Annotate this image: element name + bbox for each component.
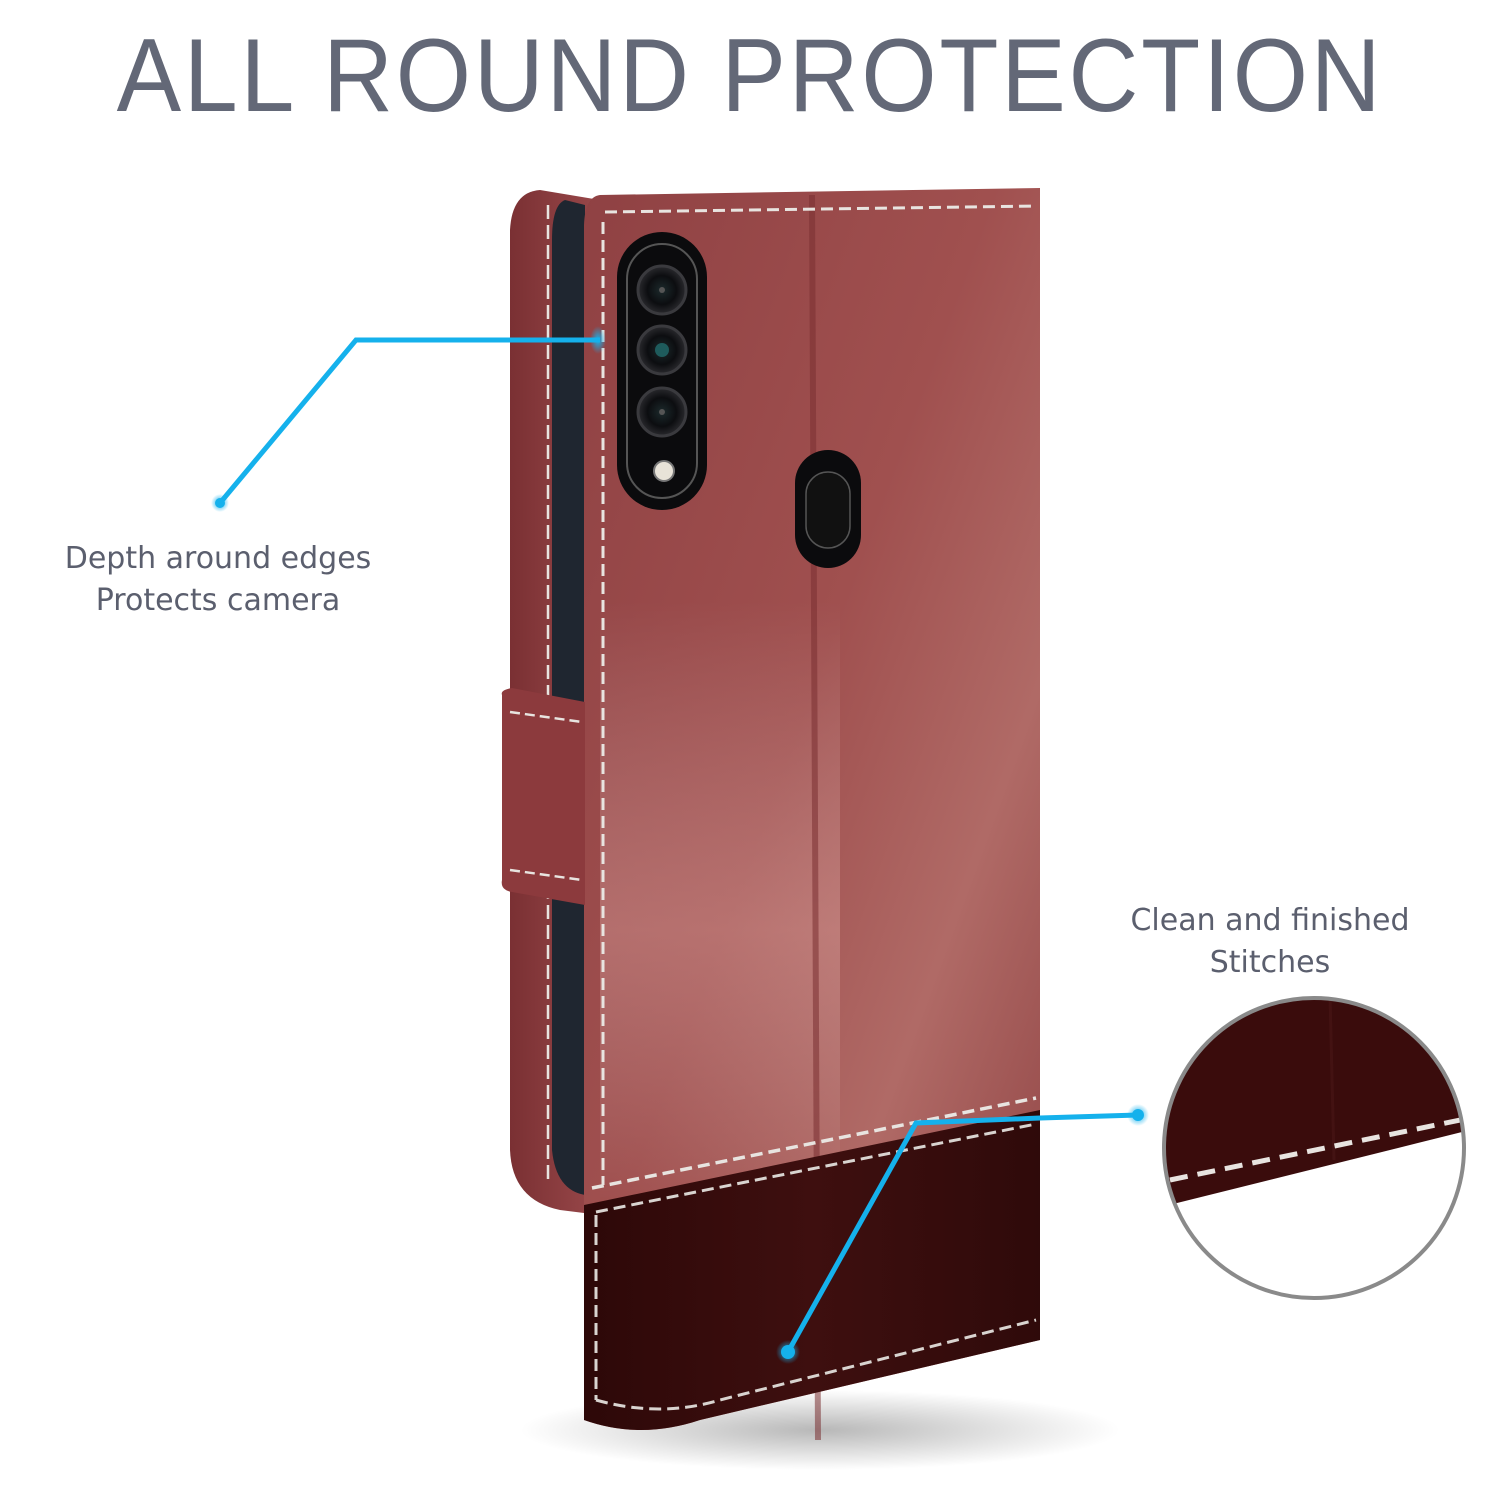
flash-icon <box>653 460 675 482</box>
callout-camera-line1: Depth around edges <box>64 541 372 576</box>
camera-module <box>617 232 707 510</box>
case-bottom-band <box>584 1096 1040 1430</box>
stitch-closeup-circle <box>1162 996 1466 1300</box>
callout-stitches-line2: Stitches <box>1209 945 1331 980</box>
callout-stitches-pointer <box>776 1104 1149 1364</box>
magnetic-clasp-flap <box>501 688 585 905</box>
fingerprint-cutout <box>795 450 861 568</box>
callout-camera-pointer <box>211 326 606 512</box>
case-back-panel <box>584 188 1040 1441</box>
page-title: ALL ROUND PROTECTION <box>116 18 1384 134</box>
callout-stitches-label: Clean and finished Stitches <box>1098 900 1442 984</box>
callout-stitches-line1: Clean and finished <box>1130 903 1410 938</box>
callout-camera-line2: Protects camera <box>95 583 341 618</box>
callout-camera-label: Depth around edges Protects camera <box>40 538 396 622</box>
